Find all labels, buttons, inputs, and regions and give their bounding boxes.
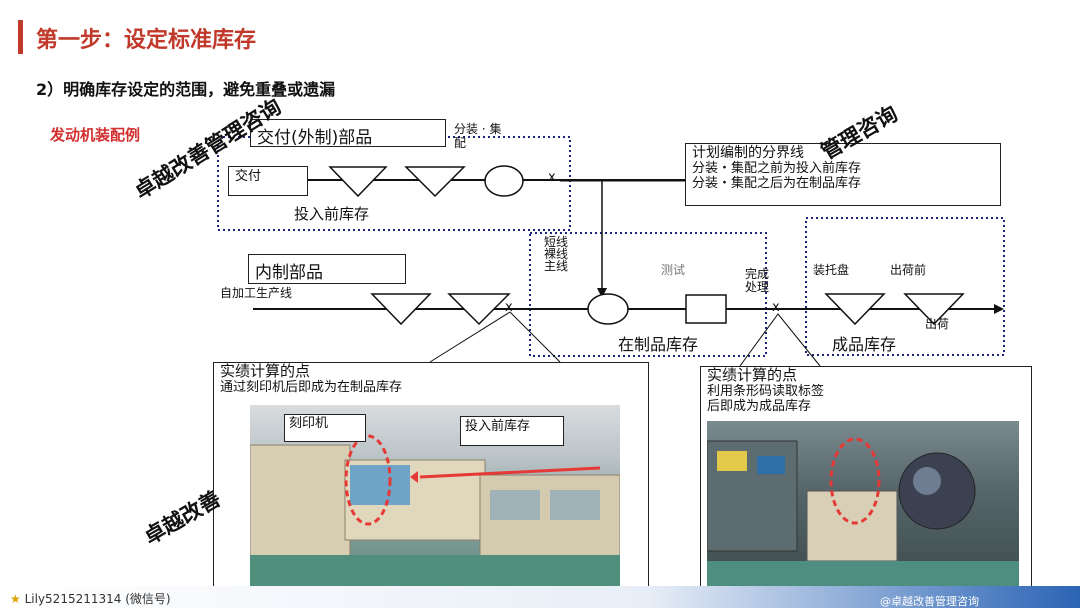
- pre-input-label: 投入前库存: [460, 416, 564, 446]
- footer-bar: [0, 586, 1080, 608]
- left-callout-pointer: [429, 311, 561, 363]
- wip-stock-label: 在制品库存: [618, 335, 699, 354]
- stock-triangle: [447, 293, 511, 326]
- flow-arrowhead: [994, 304, 1004, 314]
- stock-triangle: [824, 293, 886, 326]
- sub-assembly-label: 分装 · 集配: [454, 122, 502, 150]
- pre-input-stock-label: 投入前库存: [294, 205, 370, 223]
- process-ellipse: [484, 165, 524, 197]
- plan-boundary-title: 计划编制的分界线: [692, 145, 804, 161]
- footer-wechat-id: Lily5215211314 (微信号): [24, 592, 171, 606]
- left-callout-desc: 通过刻印机后即成为在制品库存: [220, 380, 403, 395]
- right-callout-desc: 利用条形码读取标签: [707, 384, 825, 399]
- plan-boundary-line: 分装・集配之后为在制品库存: [692, 176, 862, 191]
- cut-mark: x: [548, 170, 556, 185]
- factory-photo-illustration: [250, 434, 620, 588]
- page-subtitle: 2）明确库存设定的范围，避免重叠或遗漏: [36, 80, 336, 99]
- footer-right-text: @卓越改善管理咨询: [880, 595, 979, 608]
- test-label: 测试: [661, 263, 686, 277]
- plan-boundary-callout: 计划编制的分界线 分装・集配之前为投入前库存 分装・集配之后为在制品库存: [685, 143, 1001, 206]
- delivery-box: 交付: [228, 166, 308, 196]
- internal-parts-box: 内制部品: [248, 254, 406, 284]
- outsourced-parts-box: 交付(外制)部品: [250, 119, 446, 148]
- stock-triangle: [903, 293, 965, 326]
- process-ellipse: [587, 293, 629, 325]
- title-accent-bar: [18, 20, 23, 54]
- completion-label: 完成 处理: [745, 267, 770, 294]
- pre-shipment-label: 出荷前: [890, 263, 927, 277]
- own-line-label: 自加工生产线: [220, 286, 293, 300]
- test-station: [685, 294, 727, 324]
- stock-triangle: [404, 166, 466, 198]
- example-label: 发动机装配例: [50, 126, 141, 144]
- cut-mark: x: [772, 300, 780, 315]
- plan-boundary-line: 分装・集配之前为投入前库存: [692, 161, 862, 176]
- footer-left-text: ★ Lily5215211314 (微信号): [10, 590, 171, 607]
- right-callout-desc: 后即成为成品库存: [707, 399, 812, 414]
- left-callout-title: 实绩计算的点: [220, 362, 311, 380]
- palletize-label: 装托盘: [813, 263, 850, 277]
- stock-triangle: [370, 293, 432, 326]
- cut-mark: x: [505, 300, 513, 315]
- barcode-station-photo: [707, 421, 1019, 591]
- stock-triangle: [328, 166, 388, 198]
- star-icon: ★: [10, 592, 21, 606]
- page-title: 第一步：设定标准库存: [36, 28, 257, 53]
- right-callout-title: 实绩计算的点: [707, 366, 798, 384]
- right-callout-pointer: [739, 313, 821, 367]
- short-line-label: 短线 裸线 主线: [544, 235, 569, 273]
- wip-dotted-box: [529, 232, 767, 357]
- shipment-label: 出荷: [925, 317, 950, 331]
- assembly-photo-illustration: [707, 437, 1019, 591]
- finished-dotted-box: [805, 217, 1005, 356]
- merge-arrowhead: [597, 288, 607, 298]
- finished-stock-label: 成品库存: [832, 335, 897, 354]
- engraver-label: 刻印机: [284, 414, 366, 442]
